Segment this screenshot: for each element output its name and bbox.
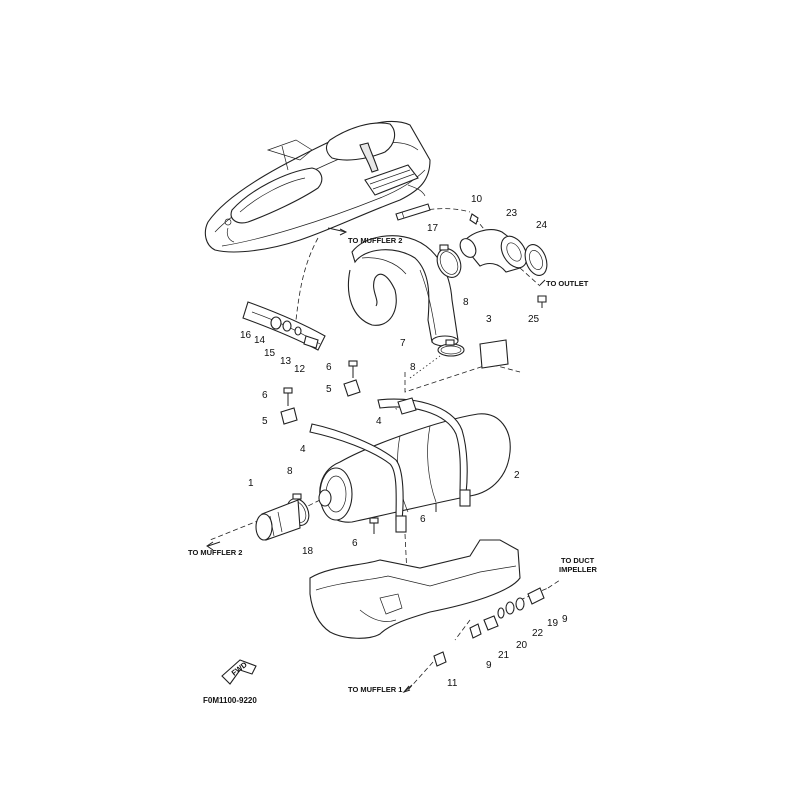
- label-impeller: IMPELLER: [559, 565, 598, 574]
- label-to-muffler-2-top: TO MUFFLER 2: [348, 236, 402, 245]
- label-to-outlet: TO OUTLET: [546, 279, 589, 288]
- part-number: 12: [294, 364, 306, 375]
- part-number: 4: [376, 416, 382, 427]
- fwd-arrow-icon: FWD: [221, 659, 257, 685]
- part-number: 9: [486, 660, 492, 671]
- plate-3: [479, 339, 509, 369]
- part-number: 17: [427, 223, 439, 234]
- part-numbers: 1 2 3 4 4 5 5 6 6 6 6 7 8 8 8 9 9 10 11 …: [240, 194, 568, 689]
- watercraft-illustration: [204, 120, 431, 253]
- part-number: 9: [562, 614, 568, 625]
- part-number: 20: [516, 640, 528, 651]
- part-number: 6: [326, 362, 332, 373]
- part-number: 11: [447, 678, 458, 689]
- part-number: 8: [463, 297, 469, 308]
- part-number: 13: [280, 356, 292, 367]
- label-to-muffler-2-left: TO MUFFLER 2: [188, 548, 242, 557]
- muffler: [309, 397, 511, 533]
- part-number: 18: [302, 546, 314, 557]
- part-number: 3: [486, 314, 492, 325]
- part-number: 16: [240, 330, 252, 341]
- part-number: 15: [264, 348, 276, 359]
- part-number: 4: [300, 444, 306, 455]
- label-to-muffler-1: TO MUFFLER 1: [348, 685, 402, 694]
- outlet-assembly: [459, 213, 548, 308]
- inlet-pipe: [255, 499, 301, 541]
- part-number: 6: [352, 538, 358, 549]
- flow-arrows: [206, 227, 546, 694]
- part-number: 5: [326, 384, 332, 395]
- exhaust-pipe: [347, 235, 459, 347]
- part-number: 5: [262, 416, 268, 427]
- part-number: 23: [506, 208, 518, 219]
- part-number: 6: [420, 514, 426, 525]
- hose-17: [395, 203, 431, 221]
- diagram-code: F0M1100-9220: [203, 696, 257, 705]
- part-number: 10: [471, 194, 483, 205]
- part-number: 2: [514, 470, 520, 481]
- part-number: 24: [536, 220, 548, 231]
- callout-labels: TO MUFFLER 2 TO MUFFLER 2 TO MUFFLER 1 T…: [188, 236, 598, 705]
- label-to-duct: TO DUCT: [561, 556, 595, 565]
- part-number: 21: [498, 650, 510, 661]
- part-number: 8: [410, 362, 416, 373]
- hose-fitting-assembly: [242, 301, 326, 351]
- part-number: 6: [262, 390, 268, 401]
- tray-18: [309, 539, 521, 639]
- part-number: 7: [400, 338, 406, 349]
- part-number: 14: [254, 335, 266, 346]
- part-number: 1: [248, 478, 254, 489]
- bolts-brackets: [280, 360, 441, 534]
- right-fittings: [433, 579, 561, 667]
- part-number: 22: [532, 628, 544, 639]
- part-number: 8: [287, 466, 293, 477]
- part-number: 25: [528, 314, 540, 325]
- part-number: 19: [547, 618, 559, 629]
